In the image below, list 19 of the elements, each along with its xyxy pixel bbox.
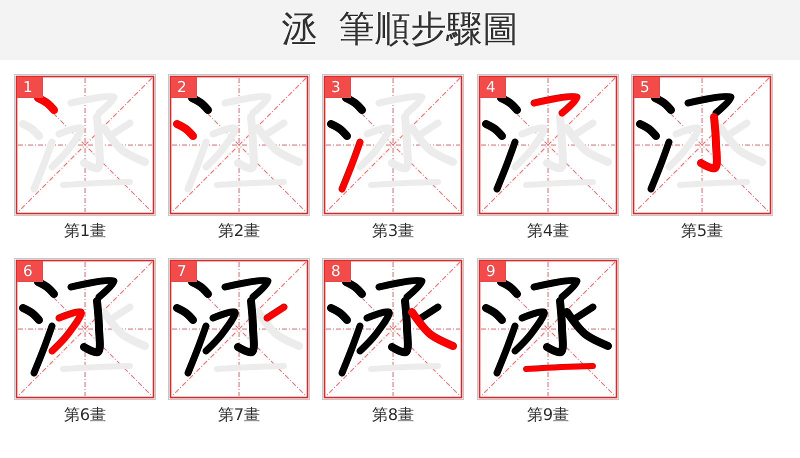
step-number: 3 [325, 77, 351, 98]
step-number: 5 [634, 77, 660, 98]
step-caption: 第3畫 [370, 221, 416, 241]
step-caption: 第9畫 [526, 405, 570, 425]
step-number: 1 [17, 77, 43, 98]
title: 洆 筆順步驟圖 [280, 8, 520, 52]
step-number: 9 [480, 261, 506, 282]
step-caption: 第1畫 [62, 221, 108, 241]
step-caption: 第7畫 [216, 405, 262, 425]
step-number: 4 [480, 77, 506, 98]
step-number: 7 [171, 261, 197, 282]
step-number: 6 [17, 261, 43, 282]
step-caption: 第4畫 [526, 221, 570, 241]
step-caption: 第2畫 [216, 221, 262, 241]
step-caption: 第6畫 [62, 405, 108, 425]
step-number: 8 [325, 261, 351, 282]
step-number: 2 [171, 77, 197, 98]
step-caption: 第8畫 [370, 405, 416, 425]
step-caption: 第5畫 [680, 221, 724, 241]
